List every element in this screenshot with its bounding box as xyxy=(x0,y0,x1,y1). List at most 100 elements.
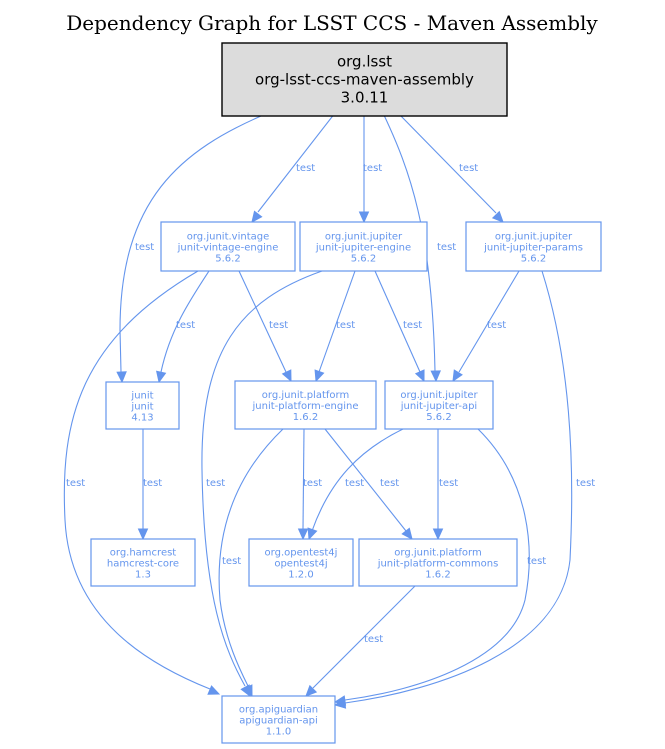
edge-line xyxy=(382,112,436,372)
node-jparams[interactable]: org.junit.jupiterjunit-jupiter-params5.6… xyxy=(465,221,602,272)
edge-japi-to-opentest: test xyxy=(307,428,404,541)
node-group: org.junit.platform xyxy=(262,390,349,401)
arrowhead-icon xyxy=(156,370,167,384)
edge-label: test xyxy=(364,634,383,645)
node-version: 1.1.0 xyxy=(266,727,291,738)
node-jengine[interactable]: org.junit.jupiterjunit-jupiter-engine5.6… xyxy=(299,221,428,272)
edge-line xyxy=(397,112,497,214)
edge-line xyxy=(318,270,356,373)
arrowhead-icon xyxy=(207,685,221,695)
node-box[interactable] xyxy=(221,695,336,744)
edge-line xyxy=(312,585,416,689)
arrowhead-icon xyxy=(307,527,318,541)
node-group: org.junit.vintage xyxy=(187,232,270,243)
edge-label: test xyxy=(487,320,506,331)
edge-pengine-to-apiguardian: test xyxy=(218,428,284,698)
edge-label: test xyxy=(437,242,456,253)
node-box[interactable] xyxy=(465,221,602,272)
node-box[interactable] xyxy=(384,380,494,430)
edge-vintage-to-apiguardian: test xyxy=(63,270,221,695)
node-box[interactable] xyxy=(90,538,196,587)
node-artifact: junit-jupiter-api xyxy=(400,401,477,412)
node-box[interactable] xyxy=(234,380,377,430)
node-vintage[interactable]: org.junit.vintagejunit-vintage-engine5.6… xyxy=(160,221,296,272)
edge-japi-to-pcommons: test xyxy=(432,429,458,541)
node-artifact: junit-platform-commons xyxy=(377,559,499,570)
arrowhead-icon xyxy=(116,371,127,384)
arrowhead-icon xyxy=(242,684,253,698)
node-box[interactable] xyxy=(105,381,180,430)
edge-label: test xyxy=(345,478,364,489)
node-group: org.junit.jupiter xyxy=(495,232,573,243)
node-pcommons[interactable]: org.junit.platformjunit-platform-commons… xyxy=(358,538,518,587)
edge-jengine-to-pengine: test xyxy=(314,270,356,383)
node-box[interactable] xyxy=(299,221,428,272)
node-group: org.junit.platform xyxy=(394,548,481,559)
node-box[interactable] xyxy=(221,42,508,117)
edge-label: test xyxy=(66,478,85,489)
node-version: 5.6.2 xyxy=(426,412,451,423)
node-box[interactable] xyxy=(248,538,354,587)
node-artifact: junit-jupiter-params xyxy=(483,243,583,254)
edge-label: test xyxy=(403,320,422,331)
edge-vintage-to-pengine: test xyxy=(238,270,292,383)
edge-label: test xyxy=(269,320,288,331)
edge-line xyxy=(257,112,336,213)
edge-label: test xyxy=(296,163,315,174)
arrowhead-icon xyxy=(414,369,425,383)
edge-line xyxy=(311,428,404,532)
node-version: 5.6.2 xyxy=(521,254,546,265)
node-version: 1.6.2 xyxy=(293,412,318,423)
edge-label: test xyxy=(380,478,399,489)
nodes-layer: org.lsstorg-lsst-ccs-maven-assembly3.0.1… xyxy=(90,42,602,744)
arrowhead-icon xyxy=(491,210,504,223)
node-artifact: opentest4j xyxy=(274,559,327,570)
node-version: 1.3 xyxy=(135,570,151,581)
node-artifact: org-lsst-ccs-maven-assembly xyxy=(255,71,474,89)
edge-pengine-to-opentest: test xyxy=(297,428,322,541)
arrowhead-icon xyxy=(297,528,309,541)
node-version: 5.6.2 xyxy=(215,254,240,265)
node-root[interactable]: org.lsstorg-lsst-ccs-maven-assembly3.0.1… xyxy=(221,42,508,117)
node-group: org.apiguardian xyxy=(239,705,318,716)
edge-line xyxy=(119,112,269,373)
arrowhead-icon xyxy=(314,369,325,383)
edge-line xyxy=(238,270,287,373)
arrowhead-icon xyxy=(401,527,413,540)
edge-line xyxy=(160,270,210,373)
edges-layer: test test test test test test test test test test… xyxy=(63,112,595,709)
node-box[interactable] xyxy=(358,538,518,587)
edge-line xyxy=(344,270,573,704)
arrowhead-icon xyxy=(281,369,292,383)
edge-label: test xyxy=(143,478,162,489)
edge-line xyxy=(374,270,421,373)
edge-pengine-to-pcommons: test xyxy=(324,428,413,540)
node-artifact: hamcrest-core xyxy=(107,559,179,570)
edge-japi-to-apiguardian: test xyxy=(333,428,546,706)
edge-label: test xyxy=(176,320,195,331)
node-artifact: junit-vintage-engine xyxy=(177,243,279,254)
node-box[interactable] xyxy=(160,221,296,272)
edge-label: test xyxy=(576,478,595,489)
node-pengine[interactable]: org.junit.platformjunit-platform-engine1… xyxy=(234,380,377,430)
node-group: org.hamcrest xyxy=(110,548,177,559)
node-group: org.junit.jupiter xyxy=(400,390,478,401)
edge-label: test xyxy=(135,242,154,253)
edge-label: test xyxy=(439,478,458,489)
arrowhead-icon xyxy=(430,370,441,383)
edge-root-to-vintage: test xyxy=(251,112,336,223)
node-artifact: apiguardian-api xyxy=(239,716,317,727)
edge-vintage-to-junit: test xyxy=(156,270,210,384)
edge-pcommons-to-apiguardian: test xyxy=(305,585,416,697)
edge-line xyxy=(302,428,305,530)
edge-line xyxy=(218,428,284,687)
edge-root-to-jengine: test xyxy=(358,113,382,224)
node-group: org.junit.jupiter xyxy=(325,232,403,243)
edge-line xyxy=(458,270,520,373)
